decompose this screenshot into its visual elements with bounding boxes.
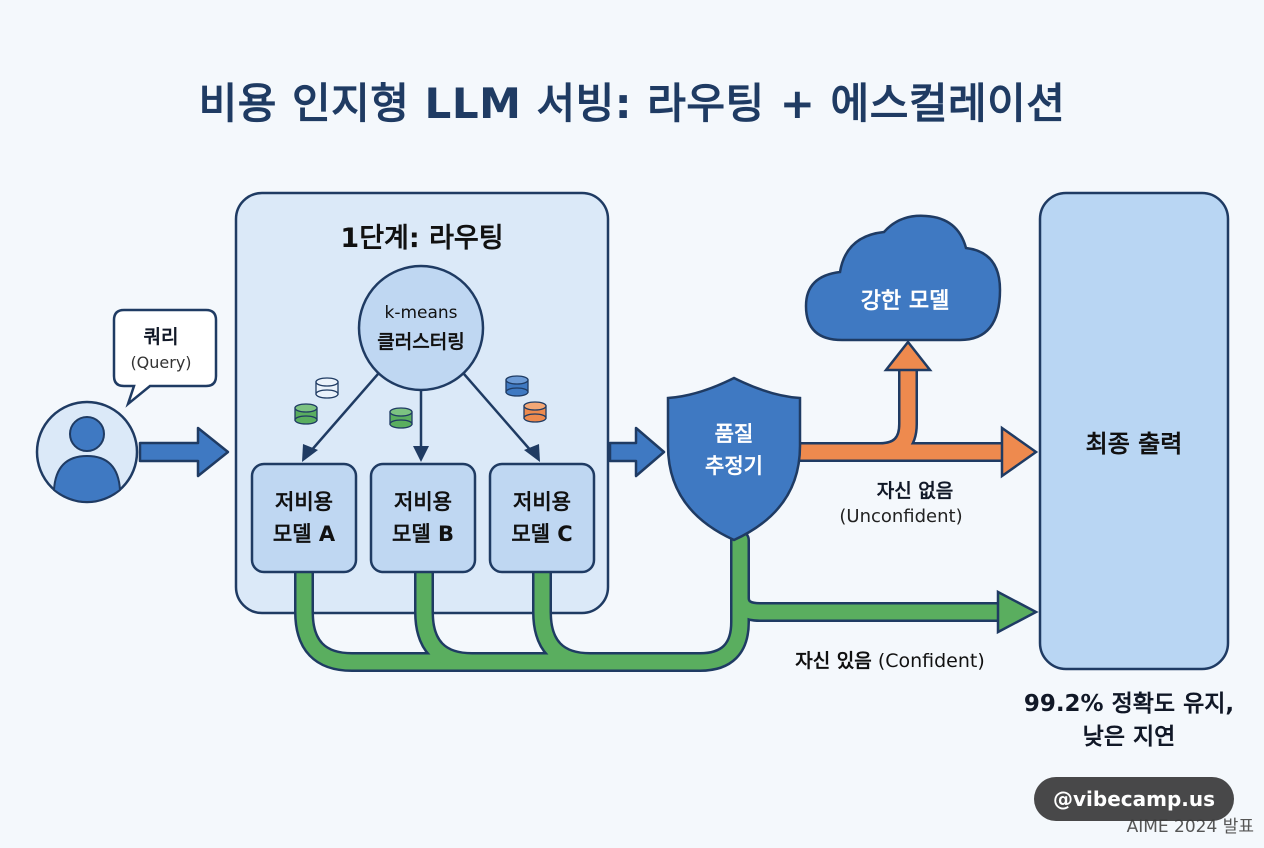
cluster-label-line1: k-means: [384, 303, 458, 323]
model-a-line2: 모델 A: [272, 522, 336, 546]
confident-label-en: (Confident): [877, 650, 985, 672]
model-b-line2: 모델 B: [392, 522, 454, 546]
cluster-arrows: [309, 373, 533, 453]
cluster-label-line2: 클러스터링: [377, 331, 465, 353]
query-bubble: [112, 308, 218, 408]
database-icon: [294, 403, 318, 425]
confident-arrowhead: [996, 589, 1039, 635]
diagram-title: 비용 인지형 LLM 서빙: 라우팅 + 에스컬레이션: [198, 79, 1066, 128]
final-output-label: 최종 출력: [1085, 430, 1183, 458]
result-line2: 낮은 지연: [1082, 724, 1176, 750]
estimator-line2: 추정기: [705, 454, 763, 478]
model-box-c: [488, 462, 596, 574]
arrowhead-a: [302, 444, 318, 462]
estimator-line1: 품질: [714, 422, 754, 446]
stage1-title: 1단계: 라우팅: [340, 223, 504, 254]
result-line1: 99.2% 정확도 유지,: [1023, 691, 1235, 717]
database-icons: [294, 375, 547, 429]
model-box-b: [369, 462, 477, 574]
model-c-line2: 모델 C: [511, 522, 573, 546]
arrow-query-to-router: [138, 426, 230, 478]
database-icon: [523, 401, 547, 423]
confident-label-ko: 자신 있음: [795, 650, 872, 672]
arrowhead-b: [413, 446, 429, 462]
unconfident-path: [798, 368, 1006, 462]
unconfident-arrowhead-up: [883, 339, 933, 372]
footnote: AIME 2024 발표: [1126, 817, 1254, 837]
model-c-line1: 저비용: [513, 490, 571, 514]
model-b-label: 저비용 모델 B: [371, 486, 475, 550]
database-icon: [315, 377, 339, 399]
model-a-line1: 저비용: [275, 490, 333, 514]
result-summary: 99.2% 정확도 유지, 낮은 지연: [1004, 688, 1254, 754]
query-label: 쿼리: [143, 326, 179, 348]
database-icon: [505, 375, 529, 397]
user-icon: [35, 400, 139, 504]
unconfident-label-ko: 자신 없음: [876, 480, 954, 502]
estimator-label: 품질 추정기: [668, 418, 800, 482]
model-box-a: [250, 462, 358, 574]
confident-path: [294, 530, 1010, 672]
arrowhead-c: [524, 444, 540, 462]
shield-icon: [666, 376, 802, 542]
model-b-line1: 저비용: [394, 490, 452, 514]
query-sublabel: (Query): [130, 353, 192, 372]
watermark-badge: @vibecamp.us: [1034, 777, 1234, 821]
final-output-box: [1038, 191, 1230, 671]
cloud-icon: [804, 214, 1002, 342]
strong-model-label: 강한 모델: [860, 289, 950, 314]
unconfident-arrowhead-right: [1000, 425, 1039, 479]
model-a-label: 저비용 모델 A: [252, 486, 356, 550]
database-icon: [389, 407, 413, 429]
arrow-router-to-estimator: [608, 426, 666, 478]
confident-label: 자신 있음 (Confident): [760, 646, 1020, 673]
unconfident-label-en: (Unconfident): [839, 506, 963, 527]
model-c-label: 저비용 모델 C: [490, 486, 594, 550]
